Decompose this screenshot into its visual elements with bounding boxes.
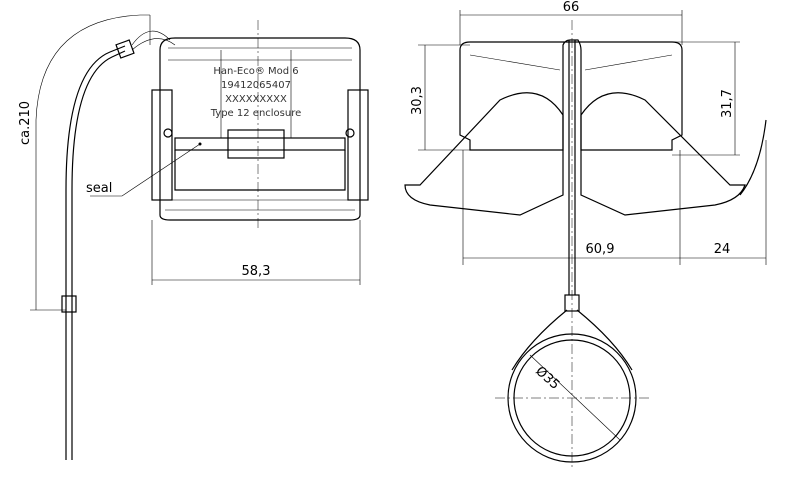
label-enclosure: Type 12 enclosure bbox=[210, 108, 302, 119]
seal-callout: seal bbox=[86, 143, 201, 197]
dimension-cable-length: ca.210 bbox=[18, 14, 151, 311]
dim-ring-diameter: Ø35 bbox=[532, 364, 562, 393]
enclosure-side-view bbox=[404, 20, 767, 470]
label-serial: XXXXXXXXX bbox=[225, 94, 287, 105]
dim-base-width: 60,9 bbox=[586, 242, 615, 257]
ring: Ø35 bbox=[495, 309, 650, 463]
dim-front-width: 58,3 bbox=[242, 264, 271, 279]
dim-cable-length: ca.210 bbox=[18, 101, 33, 145]
dim-height-right: 31,7 bbox=[720, 89, 735, 118]
label-product: Han-Eco® Mod 6 bbox=[213, 66, 298, 77]
dim-height-left: 30,3 bbox=[410, 86, 425, 115]
seal-label: seal bbox=[86, 181, 112, 196]
dimensions-side: 66 30,3 31,7 60,9 24 bbox=[410, 0, 767, 265]
dim-side-width: 66 bbox=[563, 0, 580, 15]
label-part-number: 19412065407 bbox=[221, 80, 291, 91]
cable-front-view bbox=[61, 30, 176, 460]
enclosure-front-view bbox=[151, 20, 369, 230]
dimension-front-width: 58,3 bbox=[151, 220, 361, 285]
dim-handle-extension: 24 bbox=[714, 242, 731, 257]
